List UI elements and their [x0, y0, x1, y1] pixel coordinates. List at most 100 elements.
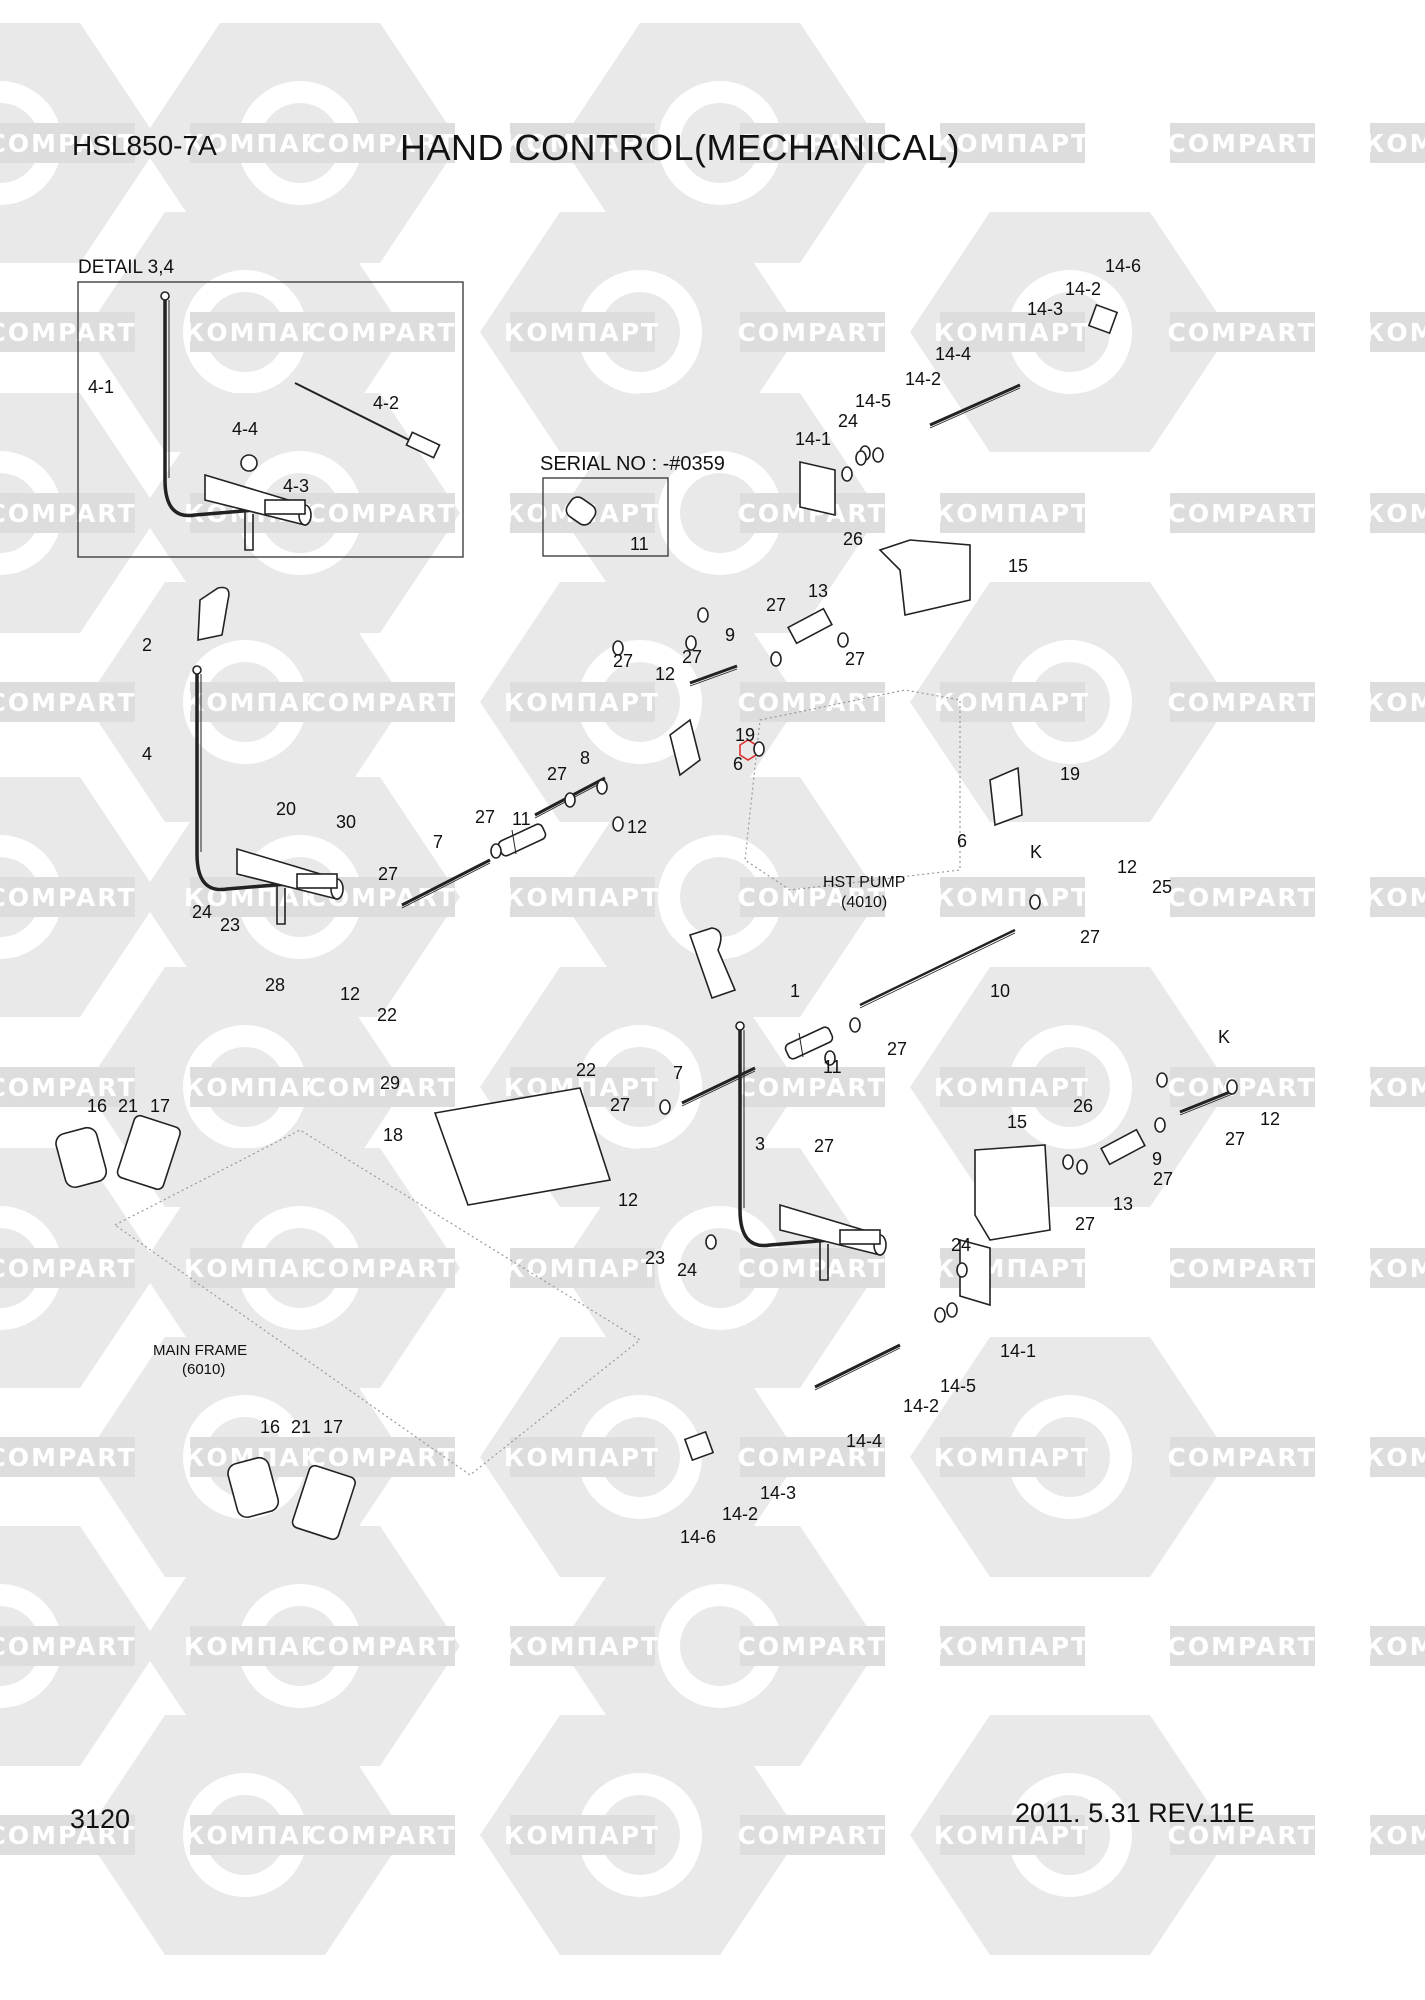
- part-callout: 15: [1007, 1112, 1028, 1132]
- part-callout: 14-2: [903, 1396, 940, 1416]
- svg-text:КОМПАРТ: КОМПАРТ: [504, 318, 660, 347]
- part-callout: 27: [1080, 927, 1101, 947]
- washer: [946, 1302, 958, 1318]
- svg-text:COMPART: COMPART: [737, 318, 886, 347]
- part-callout: 4-3: [283, 476, 310, 496]
- svg-text:COMPART: COMPART: [737, 1632, 886, 1661]
- part-callout: 12: [1117, 857, 1138, 877]
- part-callout: 19: [1060, 764, 1081, 784]
- svg-text:COMPART: COMPART: [1167, 1073, 1316, 1102]
- svg-text:COMPART: COMPART: [0, 318, 137, 347]
- washer: [956, 1262, 968, 1278]
- washer: [612, 640, 624, 656]
- svg-text:COMPART: COMPART: [1167, 688, 1316, 717]
- svg-text:КОМПАРТ: КОМПАРТ: [934, 1821, 1090, 1850]
- washer: [685, 635, 697, 651]
- part-callout: 12: [655, 664, 676, 684]
- part-callout: 14-3: [760, 1483, 797, 1503]
- part-callout: 2: [142, 635, 153, 655]
- svg-text:COMPART: COMPART: [307, 499, 456, 528]
- svg-text:COMPART: COMPART: [737, 1443, 886, 1472]
- svg-text:COMPART: COMPART: [307, 129, 456, 158]
- part-callout: 16: [87, 1096, 108, 1116]
- watermark-logo: [560, 1526, 880, 1766]
- part-callout: 17: [150, 1096, 171, 1116]
- boot-17-upper: [116, 1114, 181, 1191]
- svg-text:COMPART: COMPART: [307, 688, 456, 717]
- lever-detail: [160, 291, 312, 551]
- part-callout: 24: [677, 1260, 698, 1280]
- part-callout: 4-2: [373, 393, 400, 413]
- washer: [855, 450, 867, 466]
- svg-text:КОМПАРТ: КОМПАРТ: [934, 499, 1090, 528]
- part-callout: 4-4: [232, 419, 259, 439]
- part-callout: 12: [340, 984, 361, 1004]
- watermark-band: COMPART КОМПАРТ: [737, 1626, 1090, 1666]
- svg-text:КОМПАРТ: КОМПАРТ: [504, 1821, 660, 1850]
- watermark-band: COMPART КОМПАРТ: [307, 312, 660, 352]
- svg-text:COMPART: COMPART: [1167, 499, 1316, 528]
- part-callout: 27: [475, 807, 496, 827]
- part-callout: K: [1218, 1027, 1231, 1047]
- flange-14-1-upper: [799, 460, 836, 517]
- part-callout: 14-4: [935, 344, 972, 364]
- watermark-band: COMPART КОМПАРТ: [1167, 1626, 1425, 1666]
- svg-text:КОМПАРТ: КОМПАРТ: [1364, 1821, 1425, 1850]
- rod-7-lower: [681, 1066, 756, 1107]
- serial-frame: [542, 477, 669, 557]
- washer: [824, 1050, 836, 1066]
- part-callout: 14-2: [905, 369, 942, 389]
- rod-9-upper: [689, 664, 738, 687]
- part-callout: 7: [673, 1063, 684, 1083]
- svg-text:КОМПАРТ: КОМПАРТ: [504, 883, 660, 912]
- part-callout: 14-6: [680, 1527, 717, 1547]
- part-callout: 21: [291, 1417, 312, 1437]
- svg-text:КОМПАРТ: КОМПАРТ: [934, 883, 1090, 912]
- svg-text:COMPART: COMPART: [307, 1443, 456, 1472]
- part-callout: 27: [1225, 1129, 1246, 1149]
- svg-text:COMPART: COMPART: [307, 1821, 456, 1850]
- washer: [659, 1099, 671, 1115]
- washer: [1062, 1154, 1074, 1170]
- grip-2: [197, 586, 230, 641]
- washer: [770, 651, 782, 667]
- svg-text:COMPART: COMPART: [1167, 1254, 1316, 1283]
- svg-text:COMPART: COMPART: [0, 1073, 137, 1102]
- part-callout: 14-3: [1027, 299, 1064, 319]
- washer: [1156, 1072, 1168, 1088]
- svg-text:COMPART: COMPART: [307, 318, 456, 347]
- svg-text:КОМПАРТ: КОМПАРТ: [934, 1632, 1090, 1661]
- main-frame-label: MAIN FRAME: [153, 1342, 248, 1359]
- part-callout: 22: [377, 1005, 398, 1025]
- svg-text:COMPART: COMPART: [1167, 883, 1316, 912]
- part-callout: K: [1030, 842, 1043, 862]
- washer: [490, 843, 502, 859]
- watermark-logo: [560, 1148, 880, 1388]
- svg-text:COMPART: COMPART: [1167, 1632, 1316, 1661]
- part-callout: 27: [682, 647, 703, 667]
- part-callout: 11: [823, 1057, 842, 1077]
- svg-text:COMPART: COMPART: [0, 1821, 137, 1850]
- part-callout: 26: [843, 529, 864, 549]
- svg-text:COMPART: COMPART: [737, 1254, 886, 1283]
- part-callout: 27: [766, 595, 787, 615]
- rod-14-4-upper: [929, 383, 1021, 429]
- part-callout: 27: [610, 1095, 631, 1115]
- part-callout: 29: [380, 1073, 401, 1093]
- svg-text:КОМПАРТ: КОМПАРТ: [1364, 1632, 1425, 1661]
- part-callout: 13: [808, 581, 829, 601]
- part-callout: 23: [645, 1248, 666, 1268]
- part-callout: 24: [951, 1235, 972, 1255]
- svg-text:COMPART: COMPART: [0, 883, 137, 912]
- washer: [1029, 894, 1041, 910]
- part-callout: 3: [755, 1134, 766, 1154]
- part-callout: 17: [323, 1417, 344, 1437]
- svg-text:COMPART: COMPART: [737, 1073, 886, 1102]
